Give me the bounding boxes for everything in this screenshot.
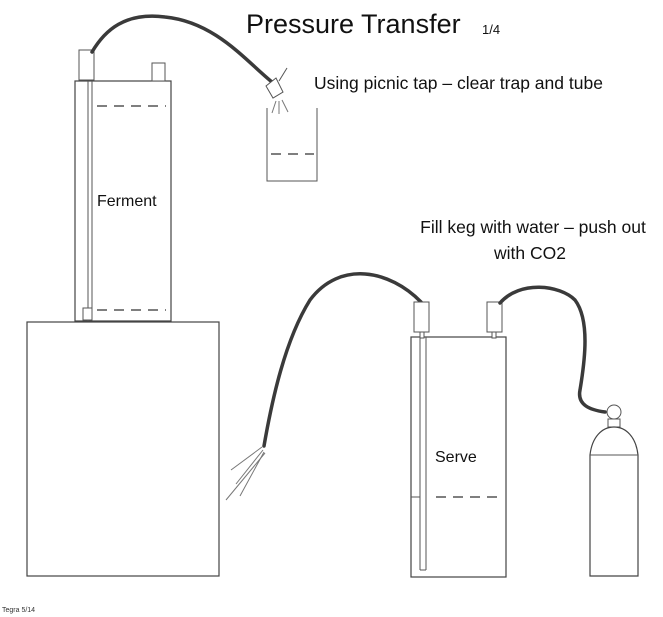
caption-fill-keg-line2: with CO2	[493, 243, 566, 263]
stand-box	[26, 321, 220, 577]
ferment-vessel: Ferment	[74, 49, 172, 322]
caption-picnic-tap: Using picnic tap – clear trap and tube	[314, 73, 603, 93]
title-fraction: 1/4	[482, 22, 500, 37]
serve-body	[410, 336, 507, 578]
ferment-dip-tube-foot	[82, 307, 93, 321]
ferment-gas-connector	[151, 62, 166, 82]
trap-cup	[266, 108, 318, 182]
ferment-to-tap-hose	[90, 14, 274, 84]
ferment-body	[74, 80, 172, 322]
serve-label: Serve	[435, 449, 477, 466]
co2-bottle	[589, 404, 639, 577]
ferment-out-connector	[78, 49, 95, 81]
water-spray	[225, 446, 266, 501]
picnic-tap	[265, 67, 289, 114]
serve-out-connector	[413, 301, 430, 333]
co2-cylinder	[589, 426, 639, 577]
co2-hose	[498, 285, 607, 414]
serve-out-hose	[262, 272, 423, 448]
caption-fill-keg-line1: Fill keg with water – push out	[420, 217, 646, 237]
co2-regulator	[606, 404, 622, 420]
footer-note: Tegra 5/14	[2, 607, 35, 614]
ferment-label: Ferment	[97, 193, 157, 210]
diagram-title: Pressure Transfer	[246, 9, 461, 39]
serve-gas-connector	[486, 301, 503, 333]
serve-vessel: Serve	[410, 301, 507, 578]
